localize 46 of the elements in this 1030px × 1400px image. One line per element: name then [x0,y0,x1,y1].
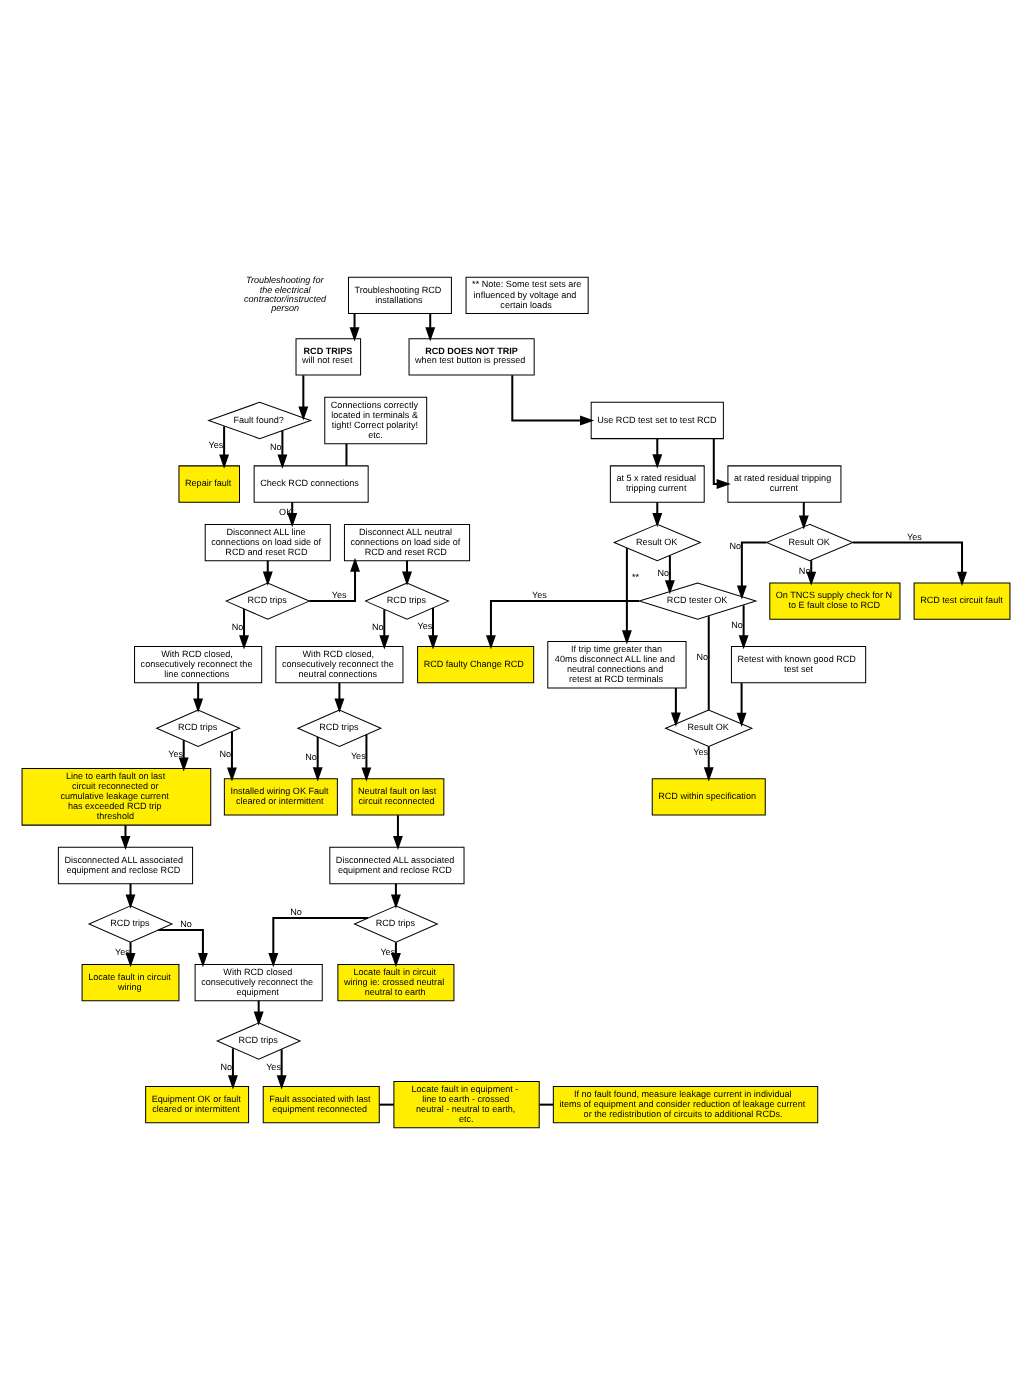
arrow [401,559,411,585]
arrow [669,687,680,726]
connector [706,615,709,709]
arrow [485,599,639,649]
arrow [378,608,389,649]
arrow [252,999,263,1025]
arrow [389,882,400,908]
arrow [124,882,135,908]
arrow [391,814,402,850]
arrow [360,733,371,781]
arrow [735,540,766,599]
arrow [851,540,966,585]
arrow [308,556,359,602]
arrow [276,429,287,468]
arrow [311,735,322,781]
connector [378,1102,393,1105]
arrow [218,425,229,468]
arrow [711,437,730,488]
arrow [424,312,435,341]
arrow [261,559,272,585]
arrow [119,824,130,850]
connector [538,1102,553,1105]
arrow [297,374,308,420]
arrow [124,941,135,967]
arrow [192,682,203,712]
arrow [620,547,631,644]
arrow [651,501,662,527]
arrow [510,374,594,425]
arrow [737,604,748,649]
arrow [275,1048,286,1089]
arrow [651,437,662,468]
arrow [348,312,359,341]
arrow [663,554,674,594]
arrow [238,607,248,649]
connector [344,442,347,465]
arrow [267,915,368,967]
arrow [735,682,746,726]
arrow [177,739,188,771]
arrow [226,730,236,781]
arrow [427,606,437,649]
arrow [389,941,400,967]
arrow [226,1047,237,1089]
arrow [797,501,808,529]
arrow [333,682,344,712]
arrow [702,745,713,781]
arrow [157,928,207,967]
